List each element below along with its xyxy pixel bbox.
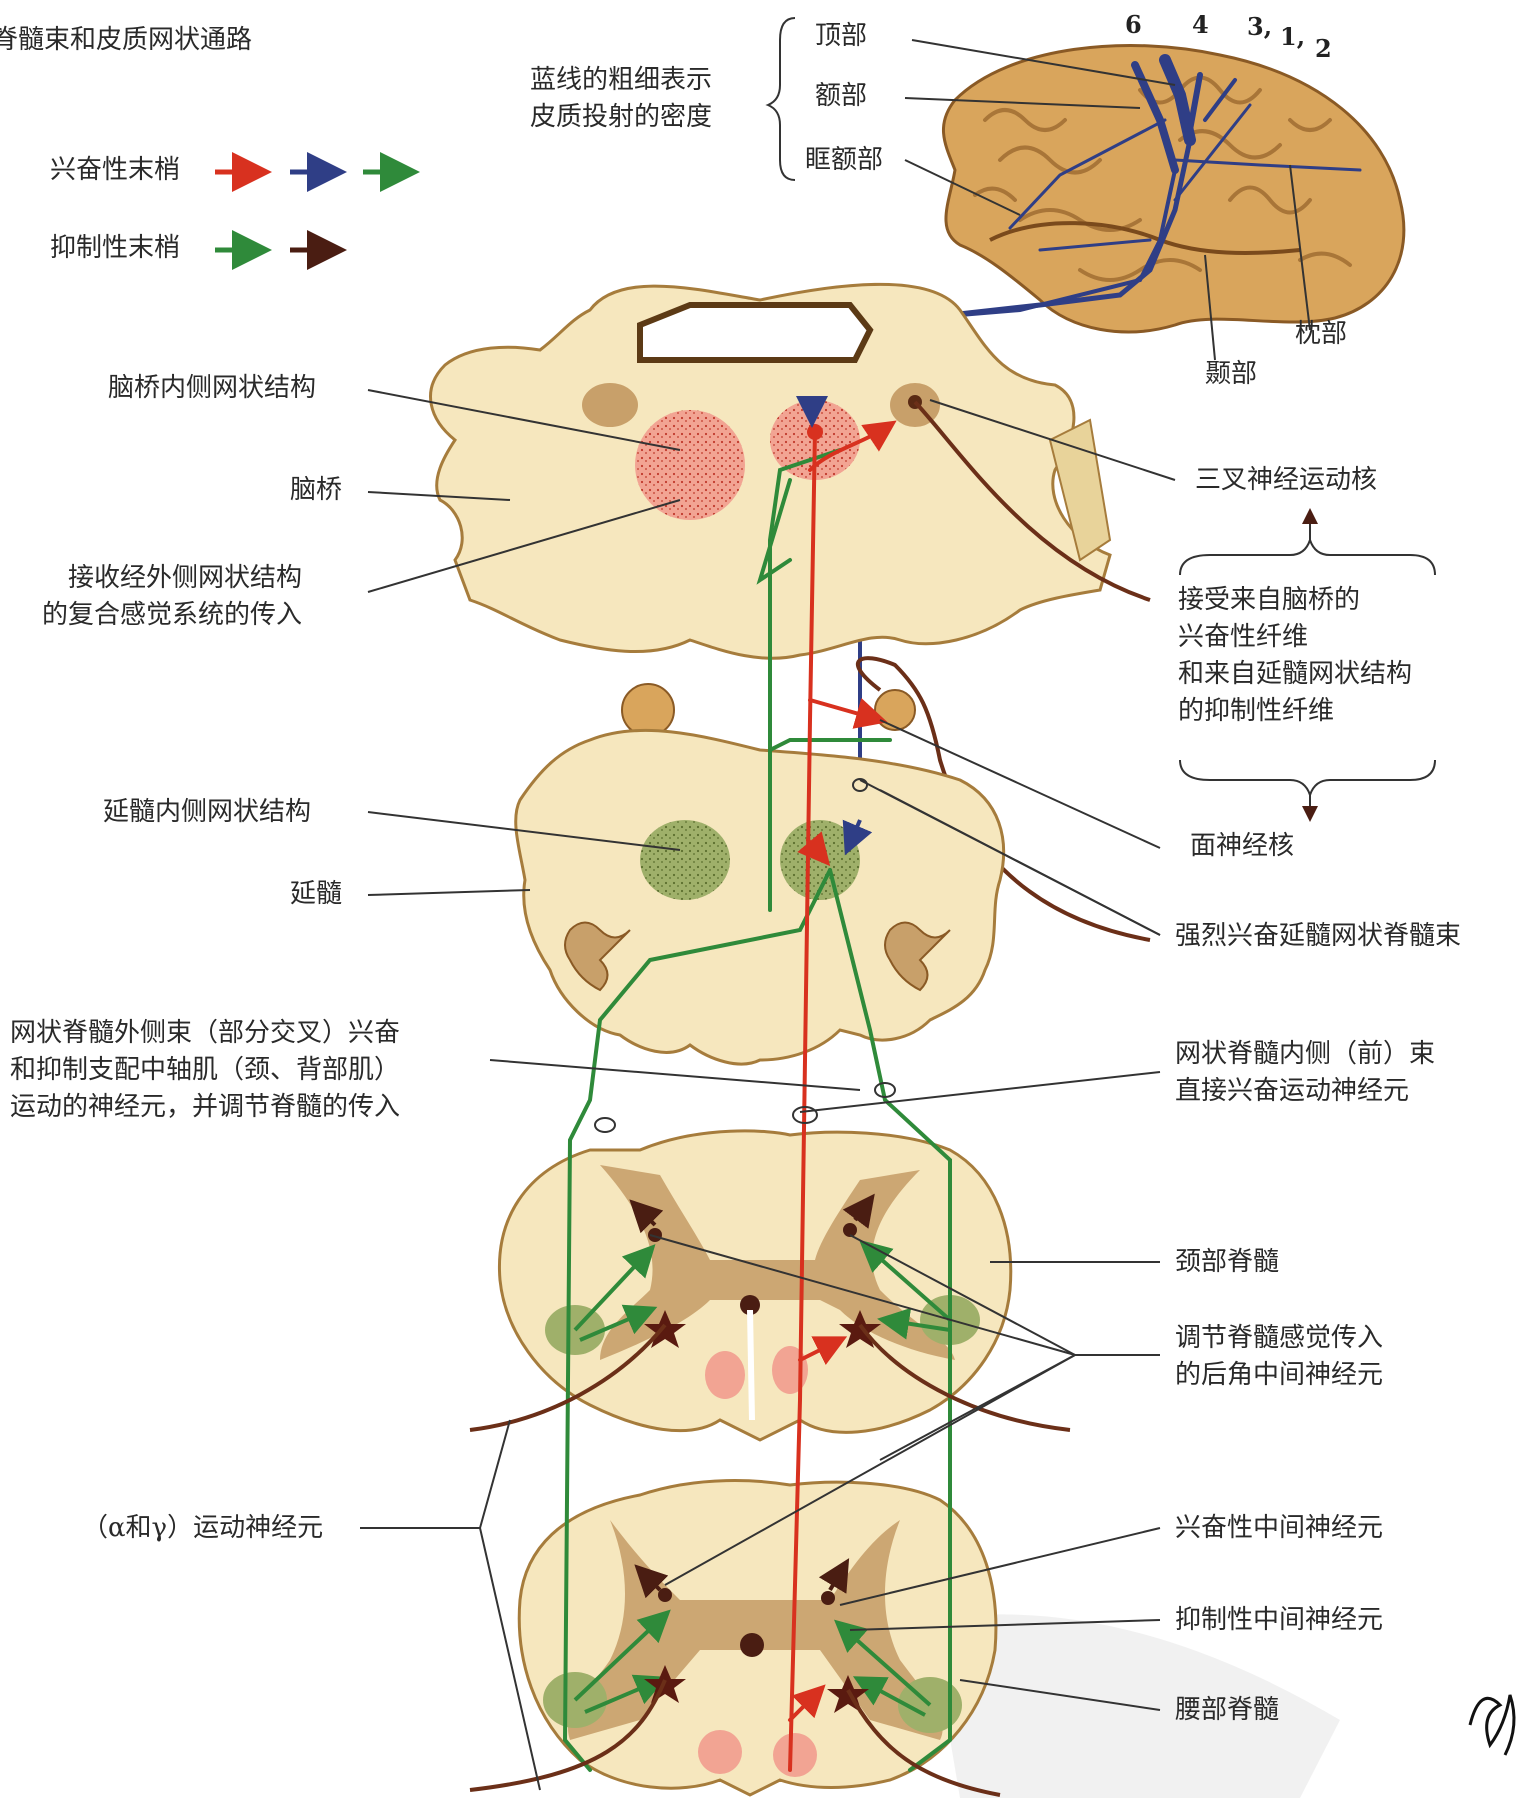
legend-excitatory-label: 兴奋性末梢	[50, 152, 180, 189]
medial-tract-line-1: 网状脊髓内侧（前）束	[1175, 1036, 1435, 1073]
label-receive-fibers: 接受来自脑桥的 兴奋性纤维 和来自延髓网状结构 的抑制性纤维	[1178, 582, 1412, 730]
area-number: 4	[1192, 10, 1209, 39]
label-dorsal-horn: 调节脊髓感觉传入 的后角中间神经元	[1175, 1320, 1383, 1394]
label-facial-nucleus: 面神经核	[1190, 828, 1294, 865]
region-frontal: 额部	[815, 78, 867, 115]
lateral-tract-line-1: 网状脊髓外侧束（部分交叉）兴奋	[10, 1015, 400, 1052]
label-trigeminal-motor: 三叉神经运动核	[1195, 462, 1377, 499]
cervical-cord	[499, 1131, 1010, 1440]
label-medulla: 延髓	[290, 876, 342, 913]
receive-lateral-line-1: 接收经外侧网状结构	[42, 560, 302, 597]
legend-arrows	[215, 172, 410, 250]
cortex-note-line-1: 蓝线的粗细表示	[530, 62, 712, 99]
diagram-title: 脊髓束和皮质网状通路	[0, 22, 252, 59]
signature	[1470, 1695, 1514, 1755]
area-number: 3,	[1247, 12, 1272, 41]
medial-tract-line-2: 直接兴奋运动神经元	[1175, 1073, 1435, 1110]
dorsal-horn-line-2: 的后角中间神经元	[1175, 1357, 1383, 1394]
receive-fibers-line-4: 的抑制性纤维	[1178, 693, 1412, 730]
receive-fibers-line-1: 接受来自脑桥的	[1178, 582, 1412, 619]
region-temporal: 颞部	[1205, 356, 1257, 393]
lateral-tract-line-2: 和抑制支配中轴肌（颈、背部肌）	[10, 1052, 400, 1089]
label-medial-tract: 网状脊髓内侧（前）束 直接兴奋运动神经元	[1175, 1036, 1435, 1110]
label-cervical-cord: 颈部脊髓	[1175, 1244, 1279, 1281]
cortex-density-note: 蓝线的粗细表示 皮质投射的密度	[530, 62, 712, 136]
label-lateral-tract: 网状脊髓外侧束（部分交叉）兴奋 和抑制支配中轴肌（颈、背部肌） 运动的神经元，并…	[10, 1015, 400, 1126]
region-parietal: 顶部	[815, 18, 867, 55]
label-excit-interneuron: 兴奋性中间神经元	[1175, 1510, 1383, 1547]
legend-inhibitory-label: 抑制性末梢	[50, 230, 180, 267]
lumbar-cord	[519, 1481, 996, 1795]
region-occipital: 枕部	[1295, 316, 1347, 353]
label-lumbar-cord: 腰部脊髓	[1175, 1692, 1279, 1729]
dorsal-horn-line-1: 调节脊髓感觉传入	[1175, 1320, 1383, 1357]
label-strong-excite: 强烈兴奋延髓网状脊髓束	[1175, 918, 1461, 955]
label-pons-medial-reticular: 脑桥内侧网状结构	[108, 370, 316, 407]
lateral-tract-line-3: 运动的神经元，并调节脊髓的传入	[10, 1089, 400, 1126]
receive-lateral-line-2: 的复合感觉系统的传入	[42, 597, 302, 634]
receive-fibers-line-3: 和来自延髓网状结构	[1178, 656, 1412, 693]
label-receive-lateral: 接收经外侧网状结构 的复合感觉系统的传入	[42, 560, 302, 634]
area-number: 1,	[1280, 22, 1305, 51]
label-pons: 脑桥	[290, 472, 342, 509]
medulla-section	[516, 730, 1004, 1064]
area-number: 2	[1315, 34, 1332, 63]
label-motor-neurons: （α和γ）运动神经元	[82, 1510, 323, 1547]
receive-fibers-line-2: 兴奋性纤维	[1178, 619, 1412, 656]
area-number: 6	[1125, 10, 1142, 39]
label-inhib-interneuron: 抑制性中间神经元	[1175, 1602, 1383, 1639]
region-orbitofrontal: 眶额部	[805, 142, 883, 179]
label-medulla-medial-reticular: 延髓内侧网状结构	[103, 794, 311, 831]
cortex-note-line-2: 皮质投射的密度	[530, 99, 712, 136]
